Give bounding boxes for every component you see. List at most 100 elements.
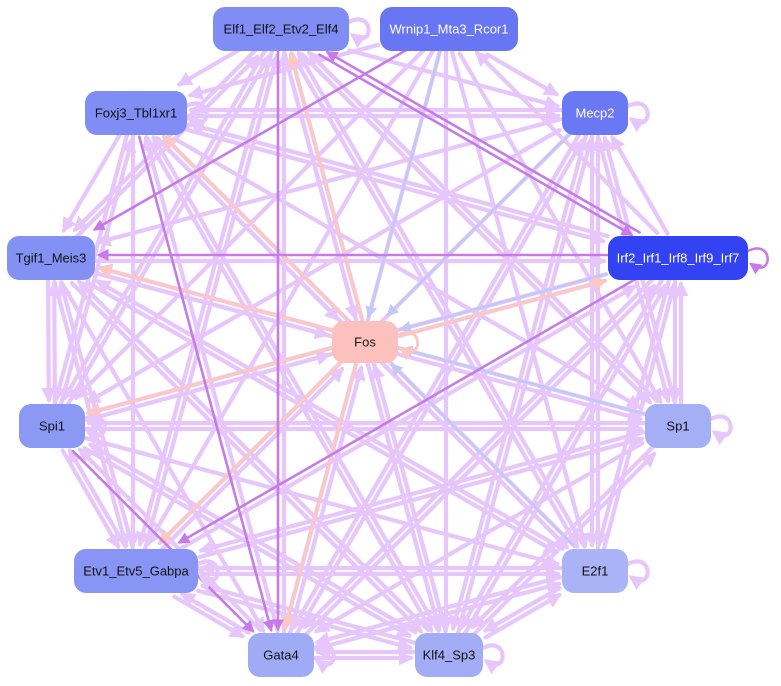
node-etv1: Etv1_Etv5_Gabpa <box>74 549 198 593</box>
self-loop-klf4 <box>479 643 505 675</box>
node-label-e2f1: E2f1 <box>582 564 609 579</box>
node-tgif1: Tgif1_Meis3 <box>7 236 95 280</box>
node-label-spi1: Spi1 <box>39 419 65 434</box>
node-elf: Elf1_Elf2_Etv2_Elf4 <box>213 7 349 51</box>
edge-etv1-to-irf <box>175 284 638 553</box>
node-label-fos: Fos <box>354 335 376 350</box>
node-label-klf4: Klf4_Sp3 <box>423 648 476 663</box>
edge-mecp2-to-gata4 <box>291 132 582 631</box>
node-box-klf4 <box>415 633 483 677</box>
edge-fos-to-irf <box>398 276 608 338</box>
node-label-mecp2: Mecp2 <box>575 106 614 121</box>
node-label-sp1: Sp1 <box>666 419 689 434</box>
edge-gata4-to-etv1 <box>179 592 251 635</box>
node-label-foxj3: Foxj3_Tbl1xr1 <box>95 106 177 121</box>
edge-wrnip-to-mecp2 <box>485 52 560 97</box>
edge-spi1-to-elf <box>65 53 271 407</box>
node-box-gata4 <box>248 633 314 677</box>
edge-irf-to-etv1 <box>177 277 639 544</box>
edge-klf4-to-foxj3 <box>151 134 441 633</box>
edge-wrnip-to-etv1 <box>146 48 436 547</box>
node-mecp2: Mecp2 <box>562 91 628 135</box>
node-label-etv1: Etv1_Etv5_Gabpa <box>83 564 189 579</box>
node-box-elf <box>213 7 349 51</box>
edge-e2f1-to-fos <box>390 363 576 548</box>
node-wrnip: Wrnip1_Mta3_Rcor1 <box>380 7 518 51</box>
edge-fos-to-elf <box>287 51 364 321</box>
self-loop-fos <box>395 331 420 360</box>
node-box-irf <box>608 236 748 280</box>
edge-elf-to-foxj3 <box>176 47 242 87</box>
node-label-tgif1: Tgif1_Meis3 <box>16 251 87 266</box>
self-loop-irf <box>745 247 769 275</box>
node-sp1: Sp1 <box>645 404 711 448</box>
edge-sp1-to-fos <box>400 345 647 416</box>
node-box-e2f1 <box>562 549 628 593</box>
edge-gata4-to-mecp2 <box>294 137 585 636</box>
edge-klf4-to-mecp2 <box>456 136 596 635</box>
edge-fos-to-foxj3 <box>162 134 347 320</box>
self-loop-foxj3 <box>183 101 209 133</box>
edge-mecp2-to-spi1 <box>84 127 562 405</box>
edge-foxj3-to-gata4 <box>138 135 275 633</box>
edge-elf-to-fos <box>282 50 360 321</box>
edge-irf-to-elf <box>325 51 641 234</box>
node-box-foxj3 <box>85 91 187 135</box>
edge-fos-to-gata4 <box>281 361 358 631</box>
edge-fos-to-spi1 <box>85 346 332 418</box>
edge-tgif1-to-spi1 <box>41 278 57 404</box>
edge-layer <box>41 17 769 675</box>
self-loop-mecp2 <box>624 101 650 133</box>
edge-tgif1-to-fos <box>93 270 331 340</box>
node-klf4: Klf4_Sp3 <box>415 633 483 677</box>
edge-wrnip-to-fos <box>365 49 442 319</box>
node-label-gata4: Gata4 <box>263 648 298 663</box>
edge-foxj3-to-fos <box>154 136 341 322</box>
node-layer: Elf1_Elf2_Etv2_Elf4 Wrnip1_Mta3_Rcor1Foxj… <box>7 7 748 677</box>
node-foxj3: Foxj3_Tbl1xr1 <box>85 91 187 135</box>
edge-foxj3-to-sp1 <box>172 136 643 410</box>
edge-mecp2-to-fos <box>386 132 572 317</box>
node-label-wrnip: Wrnip1_Mta3_Rcor1 <box>390 22 509 37</box>
self-loop-sp1 <box>707 414 733 446</box>
node-box-tgif1 <box>7 236 95 280</box>
edge-spi1-to-e2f1 <box>83 435 561 569</box>
edge-irf-to-wrnip <box>474 50 660 235</box>
node-label-elf: Elf1_Elf2_Etv2_Elf4 <box>224 22 339 37</box>
edge-spi1-to-etv1 <box>60 448 121 550</box>
node-gata4: Gata4 <box>248 633 314 677</box>
node-irf: Irf2_Irf1_Irf8_Irf9_Irf7 <box>608 236 748 280</box>
node-spi1: Spi1 <box>19 404 85 448</box>
edge-irf-to-mecp2 <box>610 134 670 236</box>
edge-fos-to-klf4 <box>365 362 444 633</box>
node-fos: Fos <box>332 321 398 363</box>
node-box-wrnip <box>380 7 518 51</box>
self-loop-e2f1 <box>624 559 650 591</box>
edge-klf4-to-irf <box>462 282 668 636</box>
self-loop-etv1 <box>194 559 220 591</box>
edge-klf4-to-fos <box>370 363 448 634</box>
edge-spi1-to-tgif1 <box>46 280 62 406</box>
edge-spi1-to-fos <box>84 350 332 422</box>
edge-sp1-to-gata4 <box>313 440 645 634</box>
self-loop-spi1 <box>81 414 107 446</box>
node-label-irf: Irf2_Irf1_Irf8_Irf9_Irf7 <box>617 251 740 266</box>
node-box-fos <box>332 321 398 363</box>
edge-spi1-to-gata4 <box>71 449 255 633</box>
edge-fos-to-tgif1 <box>97 264 334 332</box>
node-box-sp1 <box>645 404 711 448</box>
edge-elf-to-irf <box>318 53 634 236</box>
edge-irf-to-fos <box>398 272 608 333</box>
self-loop-gata4 <box>310 643 336 675</box>
node-box-etv1 <box>74 549 198 593</box>
edge-wrnip-to-tgif1 <box>92 48 409 231</box>
edge-e2f1-to-elf <box>296 50 587 549</box>
edge-gata4-to-fos <box>288 364 366 635</box>
edge-klf4-to-spi1 <box>87 442 418 635</box>
edge-tgif1-to-e2f1 <box>87 281 560 555</box>
edge-e2f1-to-irf <box>601 281 679 551</box>
edge-e2f1-to-tgif1 <box>95 279 565 551</box>
edge-fos-to-e2f1 <box>382 364 569 550</box>
